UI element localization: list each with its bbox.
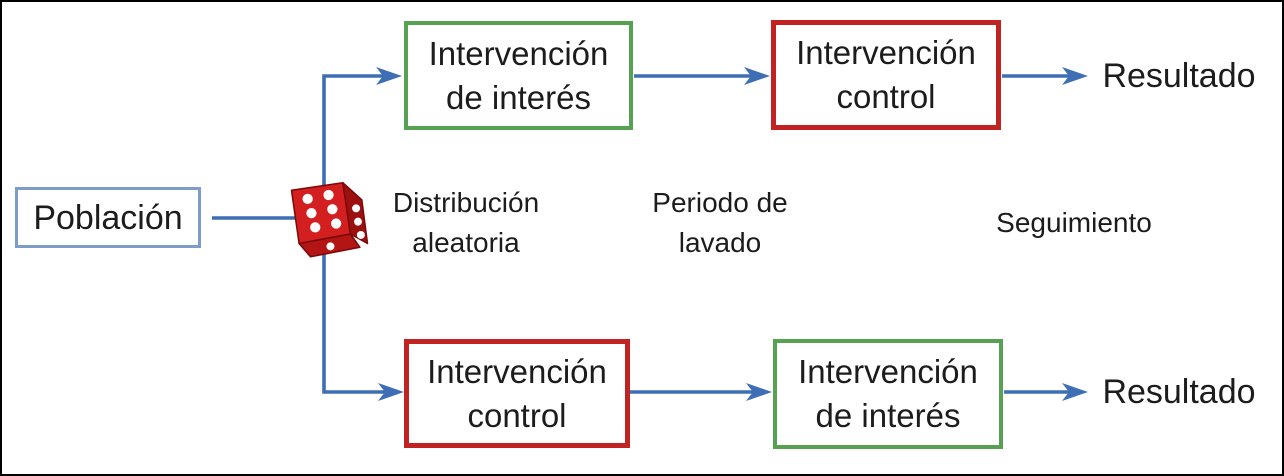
- arrowhead-bottom-second: [746, 383, 772, 401]
- top-outcome-label: Resultado: [1102, 57, 1256, 95]
- population-label: Población: [33, 198, 183, 237]
- arrowhead-bottom-outcome: [1062, 383, 1088, 401]
- box-label-line1: Intervención: [796, 34, 976, 71]
- box-label-line1: Intervención: [798, 353, 978, 390]
- bottom-intervention-control-box: Intervención control: [404, 339, 630, 448]
- arrowhead-top-outcome: [1062, 67, 1088, 85]
- top-intervention-control-box: Intervención control: [771, 20, 1001, 130]
- population-box: Población: [15, 187, 201, 248]
- annotation-line2: aleatoria: [412, 227, 520, 258]
- bottom-outcome-label: Resultado: [1102, 373, 1256, 411]
- bottom-intervention-interest-box: Intervención de interés: [773, 339, 1003, 449]
- box-label-line2: control: [467, 396, 567, 434]
- randomization-annotation: Distribución aleatoria: [356, 183, 576, 263]
- box-label-line1: Intervención: [428, 34, 609, 72]
- box-label-line2: de interés: [446, 78, 591, 116]
- arrowhead-bottom-first: [378, 383, 404, 401]
- box-label-line2: control: [836, 78, 936, 115]
- box-label-line1: Intervención: [427, 352, 607, 390]
- annotation-line2: lavado: [678, 227, 762, 258]
- annotation-line1: Distribución: [392, 187, 540, 218]
- annotation-line1: Seguimiento: [996, 207, 1152, 238]
- arrowhead-top-first: [376, 67, 402, 85]
- box-label-line2: de interés: [815, 397, 961, 434]
- arrowhead-top-second: [744, 67, 770, 85]
- annotation-line1: Periodo de: [652, 187, 788, 218]
- top-intervention-interest-box: Intervención de interés: [404, 21, 633, 130]
- followup-annotation: Seguimiento: [964, 203, 1184, 243]
- washout-annotation: Periodo de lavado: [610, 183, 830, 263]
